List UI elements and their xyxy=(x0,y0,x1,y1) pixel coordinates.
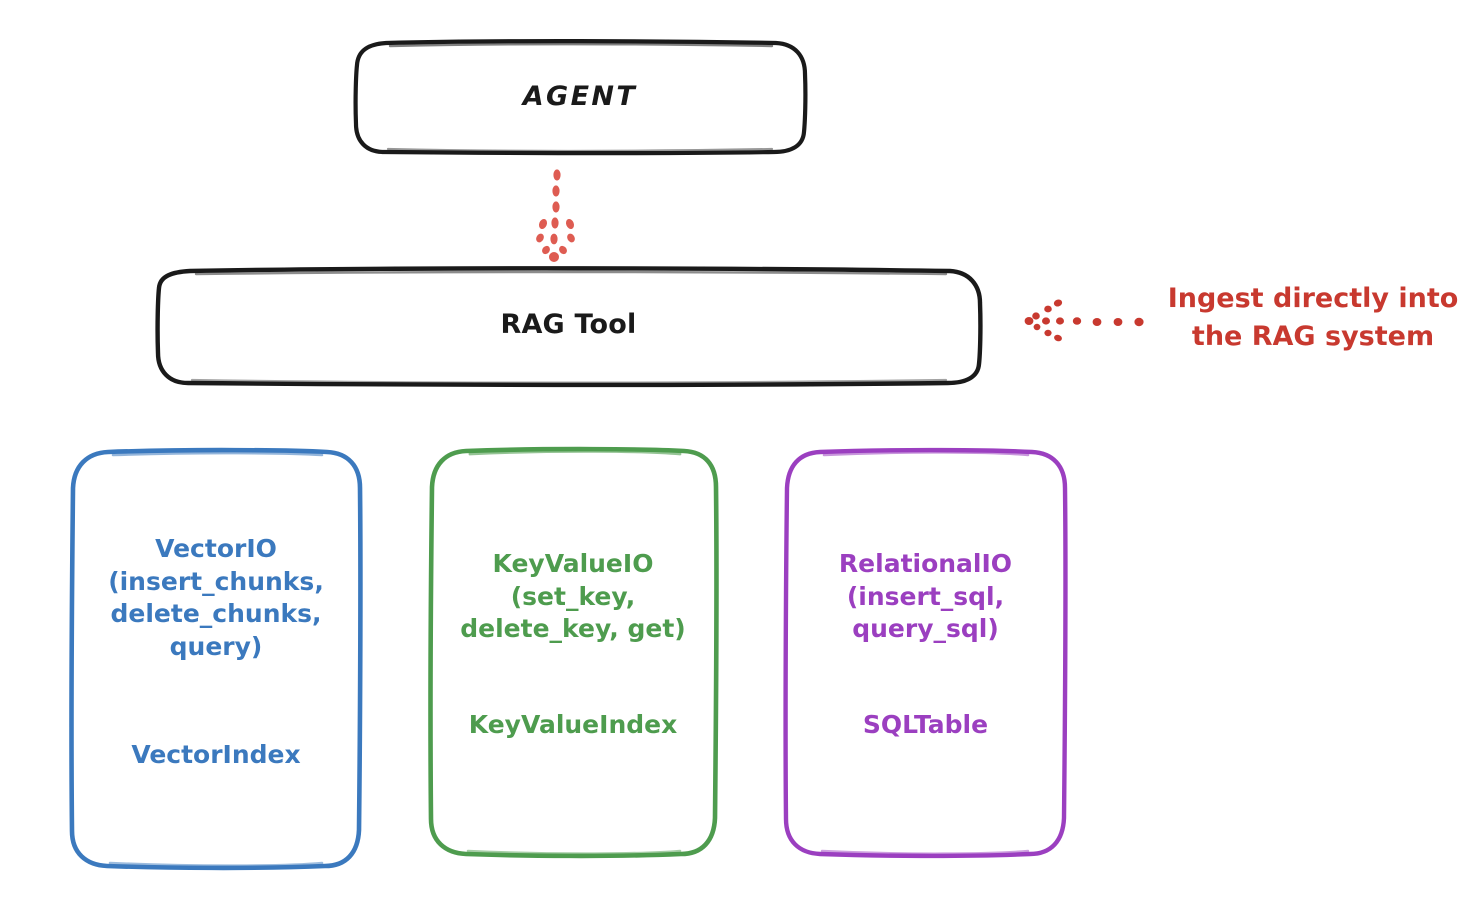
vector-io-subtitle: VectorIndex xyxy=(131,740,301,769)
relational-io-card-outline xyxy=(783,447,1068,859)
key-value-io-card-outline xyxy=(428,446,719,859)
agent-to-rag-arrow xyxy=(536,169,575,262)
rag-tool-box-outline xyxy=(155,266,983,388)
relational-io-card[interactable] xyxy=(783,447,1068,859)
vector-io-card-sketch-overlay xyxy=(111,451,324,457)
agent-box-sketch-overlay xyxy=(388,42,774,48)
rag-tool-node-label: RAG Tool xyxy=(500,309,637,340)
rag-tool-node[interactable] xyxy=(155,266,983,388)
key-value-io-title: KeyValueIO (set_key, delete_key, get) xyxy=(460,549,686,643)
rag-tool-box-sketch-overlay xyxy=(194,270,948,276)
ingest-annotation-text: Ingest directly into the RAG system xyxy=(1167,283,1459,352)
vector-io-title: VectorIO (insert_chunks, delete_chunks, … xyxy=(108,534,324,661)
key-value-io-card-sketch-overlay xyxy=(468,449,682,456)
relational-io-title: RelationalIO (insert_sql, query_sql) xyxy=(838,549,1013,643)
agent-box-outline xyxy=(353,39,808,156)
ingest-note-arrow xyxy=(1024,299,1144,342)
vector-io-card[interactable] xyxy=(69,447,363,871)
relational-io-subtitle: SQLTable xyxy=(862,710,989,739)
key-value-io-card[interactable] xyxy=(428,446,719,859)
key-value-io-card-sketch-overlay-bottom xyxy=(466,849,682,855)
agent-node[interactable] xyxy=(353,39,808,156)
vector-io-card-sketch-overlay-bottom xyxy=(108,861,324,867)
agent-node-label: AGENT xyxy=(522,81,638,112)
vector-io-card-outline xyxy=(69,447,363,871)
relational-io-card-sketch-overlay-bottom xyxy=(820,849,1030,855)
rag-tool-box-sketch-overlay-bottom xyxy=(190,378,948,384)
relational-io-card-sketch-overlay xyxy=(822,451,1030,457)
agent-box-sketch-overlay-bottom xyxy=(386,147,774,152)
key-value-io-subtitle: KeyValueIndex xyxy=(468,710,678,739)
